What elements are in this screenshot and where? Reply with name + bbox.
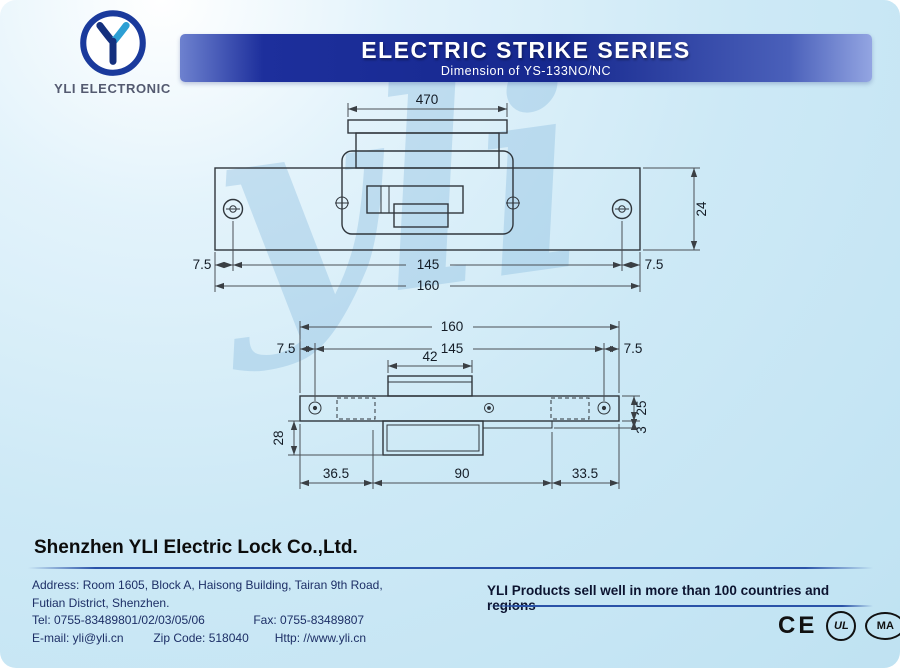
dimension-label: 470: [416, 92, 439, 107]
slogan-divider: [487, 605, 873, 607]
logo-block: YLI ELECTRONIC: [40, 8, 185, 96]
address-line-1: Address: Room 1605, Block A, Haisong Bui…: [32, 578, 383, 592]
dimension-label: 7.5: [624, 341, 643, 356]
side-screw-left: [335, 196, 349, 210]
dimension-label: 145: [441, 341, 464, 356]
hidden-outline-right: [550, 397, 590, 420]
ma-mark-icon: MA: [865, 612, 900, 640]
series-title: ELECTRIC STRIKE SERIES: [361, 37, 691, 63]
screw-hole-left: [222, 198, 244, 220]
front-view-dimensions: [214, 103, 700, 292]
email: E-mail: yli@yli.cn: [32, 630, 124, 645]
front-view: [214, 119, 641, 251]
certification-marks: CE UL MA: [778, 611, 900, 641]
top-view: [299, 375, 620, 456]
slogan: YLI Products sell well in more than 100 …: [487, 583, 830, 613]
website: Http: //www.yli.cn: [274, 630, 367, 645]
dimension-label: 160: [441, 319, 464, 334]
plate-hole-left: [308, 401, 322, 415]
technical-drawing: 470 24 7.5 145 7.5 160: [193, 92, 709, 489]
dimension-label: 3: [634, 426, 649, 434]
address-block: Address: Room 1605, Block A, Haisong Bui…: [32, 577, 477, 647]
dimension-label: 7.5: [193, 257, 212, 272]
dimension-label: 28: [271, 430, 286, 445]
fax: Fax: 0755-83489807: [253, 613, 365, 627]
tel: Tel: 0755-83489801/02/03/05/06: [32, 613, 205, 627]
hidden-outline-left: [336, 397, 376, 420]
address-line-2: Futian District, Shenzhen.: [32, 595, 170, 610]
dimension-label: 160: [417, 278, 440, 293]
dimension-label: 33.5: [572, 466, 598, 481]
ul-mark-icon: UL: [826, 611, 857, 641]
plate-hole-center: [484, 403, 494, 413]
screw-hole-right: [611, 198, 633, 220]
dimension-label: 90: [454, 466, 469, 481]
model-subtitle: Dimension of YS-133NO/NC: [440, 64, 612, 78]
top-view-dimensions: [288, 321, 640, 489]
yli-logo-icon: [79, 10, 146, 76]
footer-divider: [28, 567, 873, 569]
dimension-label: 7.5: [277, 341, 296, 356]
dimension-label: 25: [634, 400, 649, 415]
ce-mark-icon: CE: [778, 612, 818, 639]
side-screw-right: [506, 196, 520, 210]
dimension-label: 42: [422, 349, 437, 364]
plate-hole-right: [597, 401, 611, 415]
company-name: Shenzhen YLI Electric Lock Co.,Ltd.: [34, 537, 358, 558]
dimension-label: 24: [694, 201, 709, 217]
title-banner: ELECTRIC STRIKE SERIES Dimension of YS-1…: [180, 34, 872, 82]
zip-code: Zip Code: 518040: [153, 630, 249, 645]
dimension-label: 7.5: [645, 257, 664, 272]
dimension-label: 145: [417, 257, 440, 272]
dimension-label: 36.5: [323, 466, 349, 481]
brand-name: YLI ELECTRONIC: [54, 81, 171, 96]
